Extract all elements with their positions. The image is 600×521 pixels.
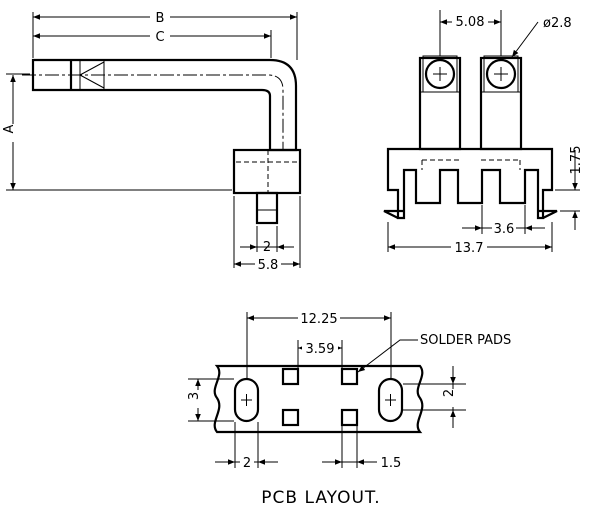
front-right-hole: [485, 58, 517, 90]
pcb-layout: 12.25 3.59 SOLDER PADS 3 2 2 1.5 PCB LAY…: [187, 310, 511, 508]
side-arm-outline: [31, 58, 298, 152]
dim-pad-spacing-label: 3.59: [306, 342, 335, 357]
solder-pads-label: SOLDER PADS: [420, 333, 511, 348]
dim-left-height-label: 3: [187, 392, 202, 400]
pcb-left-slot: [233, 377, 260, 423]
label-bg: [190, 390, 206, 408]
front-view: 5.08 ø2.8 1.75 3.6 13.7: [383, 10, 584, 256]
label-bg: [445, 389, 461, 407]
label-bg: [5, 124, 21, 142]
side-base-block: [232, 148, 302, 195]
label-bg: [492, 220, 516, 236]
front-right-hook: [538, 209, 558, 219]
label-bg: [302, 340, 338, 356]
side-arm-centerline: [22, 74, 284, 150]
pcb-pad: [281, 408, 300, 427]
dim-base-width-label: 5.8: [258, 258, 279, 273]
label-bg: [378, 454, 404, 470]
label-bg: [452, 13, 488, 29]
pcb-board-outline: [213, 364, 424, 434]
side-view: B C A 2 5.8: [2, 9, 302, 273]
solder-pads-leader: [357, 339, 418, 373]
dim-pin-width-label: 2: [263, 240, 271, 255]
dim-slot-spacing-label: 12.25: [300, 312, 337, 327]
dim-hole-leader: [511, 21, 539, 58]
label-bg: [150, 28, 170, 44]
dim-c-label: C: [155, 30, 164, 45]
dim-a-label: A: [2, 124, 17, 133]
front-left-hook: [383, 209, 404, 219]
dim-right-height-label: 2: [442, 389, 457, 397]
label-bg: [298, 310, 340, 326]
dim-total-width-label: 13.7: [455, 241, 484, 256]
front-base-outline: [386, 147, 554, 220]
label-bg: [240, 454, 254, 470]
front-left-hole: [424, 58, 456, 90]
pcb-layout-caption: PCB LAYOUT.: [261, 488, 380, 508]
dim-b-label: B: [156, 11, 165, 26]
label-bg: [451, 239, 487, 255]
dim-pad-size-label: 1.5: [381, 456, 402, 471]
pcb-pad: [340, 408, 359, 427]
pcb-pad: [340, 367, 359, 386]
label-bg: [150, 9, 170, 25]
dim-slot-width-label: 2: [243, 456, 251, 471]
dim-leg-width-label: 3.6: [494, 222, 515, 237]
dim-height-label: 1.75: [569, 146, 584, 175]
side-pin: [255, 191, 279, 225]
dim-hole-diameter-label: ø2.8: [543, 16, 572, 31]
pcb-pad: [281, 367, 300, 386]
label-bg: [255, 256, 281, 272]
pcb-right-slot: [377, 377, 404, 423]
dim-pitch-label: 5.08: [456, 15, 485, 30]
